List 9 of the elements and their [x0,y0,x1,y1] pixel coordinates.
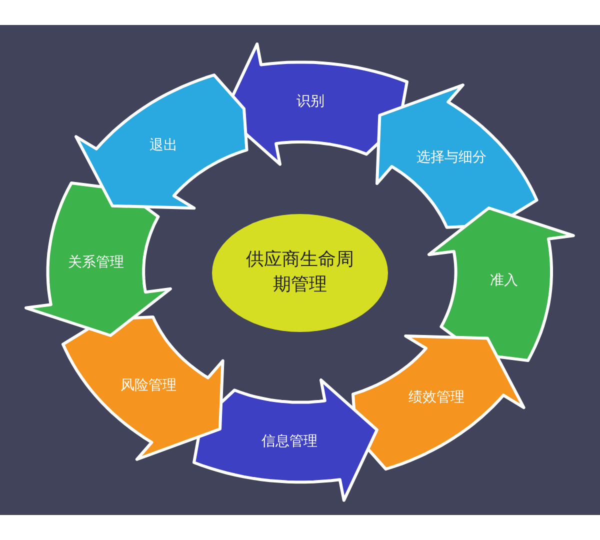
center-title: 供应商生命周期管理 [245,248,355,297]
segment-label: 绩效管理 [408,388,465,408]
segment-label: 关系管理 [68,254,124,273]
segment-label: 退出 [149,136,178,156]
segment-label: 选择与细分 [416,148,487,168]
segment-label: 准入 [490,271,518,290]
segment-label: 信息管理 [261,432,318,452]
segment-label: 风险管理 [120,376,176,396]
segment-label: 识别 [296,92,325,112]
